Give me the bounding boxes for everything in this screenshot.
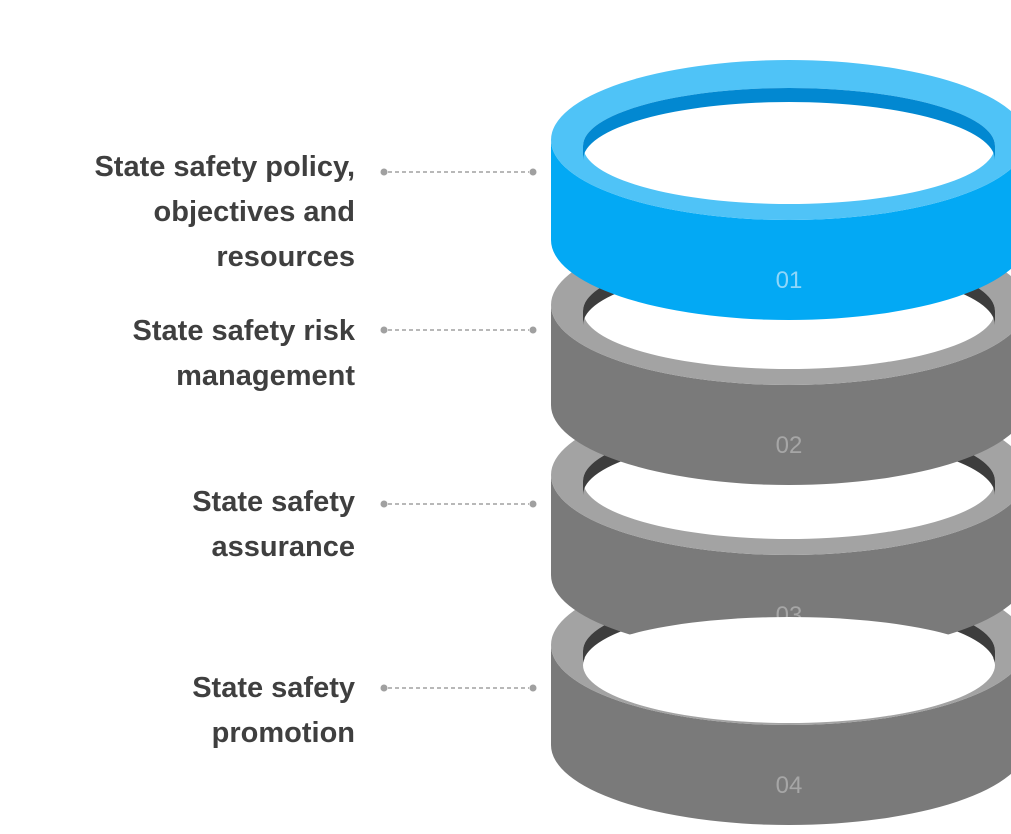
ring-number-1: 01 (776, 267, 803, 294)
ring-layer-1: 01 (551, 60, 1011, 320)
connector-end-dot (529, 326, 537, 334)
connector-start-dot (380, 500, 388, 508)
connector-4 (380, 684, 537, 692)
ring-band (551, 305, 1011, 485)
ring-band (551, 645, 1011, 825)
connector-end-dot (529, 500, 537, 508)
layer-4-label: State safety promotion (192, 672, 355, 749)
layer-1-label: State safety policy, objectives and reso… (94, 151, 355, 273)
layer-2-label: State safety risk management (132, 315, 355, 392)
connector-end-dot (529, 684, 537, 692)
connector-start-dot (380, 684, 388, 692)
ring-inner-wall (583, 88, 995, 160)
ring-band (551, 475, 1011, 655)
ring-number-4: 04 (776, 772, 803, 799)
connector-2 (380, 326, 537, 334)
connector-1 (380, 168, 537, 176)
connector-start-dot (380, 326, 388, 334)
connector-start-dot (380, 168, 388, 176)
connector-lines (380, 168, 537, 692)
layer-3-label: State safety assurance (192, 486, 355, 563)
connector-3 (380, 500, 537, 508)
ring-number-2: 02 (776, 432, 803, 459)
ring-4-interior (583, 617, 995, 723)
ring-band (551, 140, 1011, 320)
ring-top-surface (551, 60, 1011, 220)
connector-end-dot (529, 168, 537, 176)
